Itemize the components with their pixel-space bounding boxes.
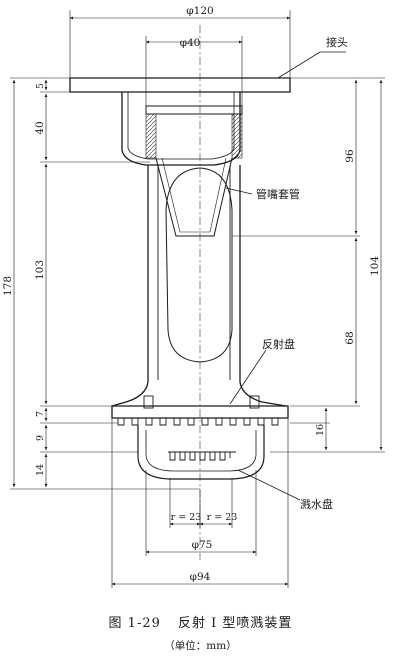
nozzle [155,157,233,237]
label-splash-disc: 溅水盘 [300,497,333,511]
dim-dia-120: φ120 [186,5,213,17]
label-joint: 接头 [326,36,348,49]
device-body [69,77,291,480]
frame-left [111,165,149,407]
figure-caption: 图 1-29 反射 I 型喷溅装置 [0,612,401,631]
figure-title: 反射 I 型喷溅装置 [178,616,293,631]
dim-dia-40: φ40 [180,37,201,49]
dim-v-178: 178 [2,276,14,296]
dim-v-16: 16 [315,424,326,436]
dim-v-5: 5 [36,83,46,89]
sleeve-band [145,105,243,115]
dimension-values: φ120 φ40 r = 23 r = 23 φ75 φ94 178 5 40 … [2,5,381,583]
dim-dia-94: φ94 [190,571,211,583]
leader-reflector-disc [229,349,267,405]
splash-bowl [137,425,265,480]
upper-cup [121,92,241,166]
top-flange [69,77,291,93]
dim-v-104: 104 [369,256,381,276]
frame-right [239,165,287,407]
spray-device-drawing: 接头 管嘴套管 反射盘 溅水盘 φ120 φ40 r = 23 r = 23 φ… [2,5,385,588]
inner-slot [165,167,233,363]
dim-v-68: 68 [344,331,356,344]
dim-v-14: 14 [35,464,46,476]
reflector-teeth [117,418,279,426]
label-nozzle-sleeve: 管嘴套管 [256,187,300,201]
figure-number: 图 1-29 [108,616,161,631]
leader-splash-disc [237,469,301,501]
dim-v-7: 7 [35,411,46,417]
dim-v-40: 40 [34,121,46,134]
dim-r-right: r = 23 [207,512,238,523]
leader-joint [277,51,321,79]
dimension-lines [10,10,385,588]
dim-dia-75: φ75 [192,539,213,551]
dim-r-left: r = 23 [171,512,202,523]
leader-nozzle-sleeve [225,187,253,195]
dim-v-96: 96 [344,149,356,163]
dim-v-103: 103 [34,260,46,280]
unit-note: （单位：mm） [164,640,237,652]
label-reflector-disc: 反射盘 [262,337,295,351]
splash-teeth [168,451,236,461]
dim-v-9: 9 [35,435,46,441]
